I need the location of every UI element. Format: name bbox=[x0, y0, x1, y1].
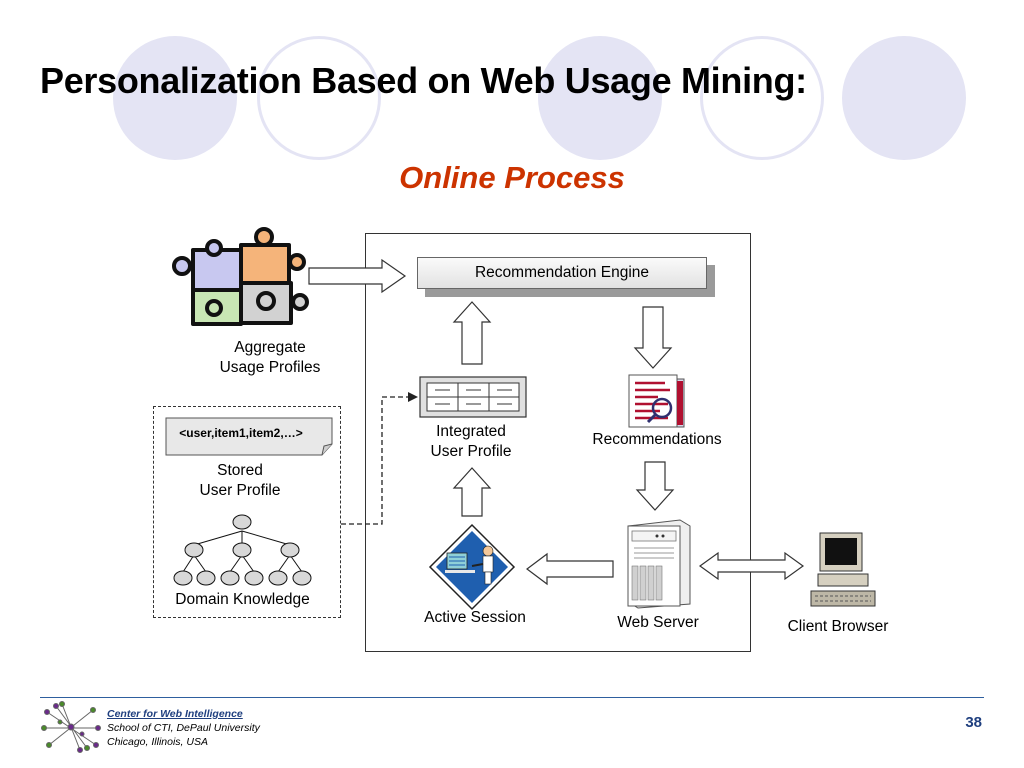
computer-icon bbox=[810, 532, 876, 607]
decorative-circle bbox=[842, 36, 966, 160]
stored-profile-record: <user,item1,item2,…> bbox=[179, 426, 303, 440]
tree-icon bbox=[173, 514, 312, 586]
footer-school: School of CTI, DePaul University bbox=[107, 722, 260, 734]
footer-info: Center for Web Intelligence School of CT… bbox=[107, 707, 260, 749]
decorative-ring bbox=[257, 36, 381, 160]
decorative-ring bbox=[700, 36, 824, 160]
recommendations-document-icon bbox=[628, 374, 685, 428]
table-icon bbox=[419, 376, 527, 418]
footer-rule bbox=[40, 697, 984, 698]
decorative-circle bbox=[113, 36, 237, 160]
online-process-box bbox=[365, 233, 751, 652]
stored-profile-line2: User Profile bbox=[199, 482, 281, 499]
aggregate-profiles-line1: Aggregate bbox=[234, 339, 306, 356]
domain-knowledge-label: Domain Knowledge bbox=[175, 591, 310, 608]
integrated-profile-label: Integrated User Profile bbox=[410, 422, 532, 462]
client-browser-label: Client Browser bbox=[787, 618, 889, 635]
active-session-label: Active Session bbox=[424, 609, 526, 626]
arrow-engine-to-recommendations bbox=[633, 306, 673, 369]
integrated-profile-line1: Integrated bbox=[436, 423, 506, 440]
stored-profile-line1: Stored bbox=[217, 462, 263, 479]
arrow-profiles-to-engine bbox=[308, 258, 407, 294]
person-at-computer-icon bbox=[428, 523, 516, 611]
recommendation-engine: Recommendation Engine bbox=[417, 257, 707, 289]
stored-profile-label: Stored User Profile bbox=[180, 461, 300, 501]
slide-title: Personalization Based on Web Usage Minin… bbox=[40, 60, 807, 101]
aggregate-profiles-line2: Usage Profiles bbox=[219, 359, 321, 376]
puzzle-icon bbox=[172, 227, 309, 326]
arrow-recommendations-to-server bbox=[635, 461, 675, 511]
arrow-server-client bbox=[698, 551, 805, 581]
server-icon bbox=[627, 519, 691, 609]
page-number: 38 bbox=[965, 714, 982, 731]
recommendations-label: Recommendations bbox=[592, 431, 722, 448]
decorative-circle bbox=[538, 36, 662, 160]
arrow-session-to-integrated bbox=[452, 467, 492, 517]
network-logo-icon bbox=[41, 701, 101, 753]
aggregate-profiles-label: Aggregate Usage Profiles bbox=[205, 338, 335, 378]
web-server-label: Web Server bbox=[617, 614, 699, 631]
arrow-server-to-session bbox=[526, 552, 614, 586]
footer-location: Chicago, Illinois, USA bbox=[107, 736, 208, 748]
document-icon bbox=[165, 417, 333, 456]
footer-org: Center for Web Intelligence bbox=[107, 708, 243, 720]
slide-subtitle: Online Process bbox=[399, 160, 625, 195]
offline-data-box bbox=[153, 406, 341, 618]
dashed-connector bbox=[341, 396, 410, 525]
integrated-profile-line2: User Profile bbox=[430, 443, 512, 460]
arrow-integrated-to-engine bbox=[452, 301, 492, 365]
